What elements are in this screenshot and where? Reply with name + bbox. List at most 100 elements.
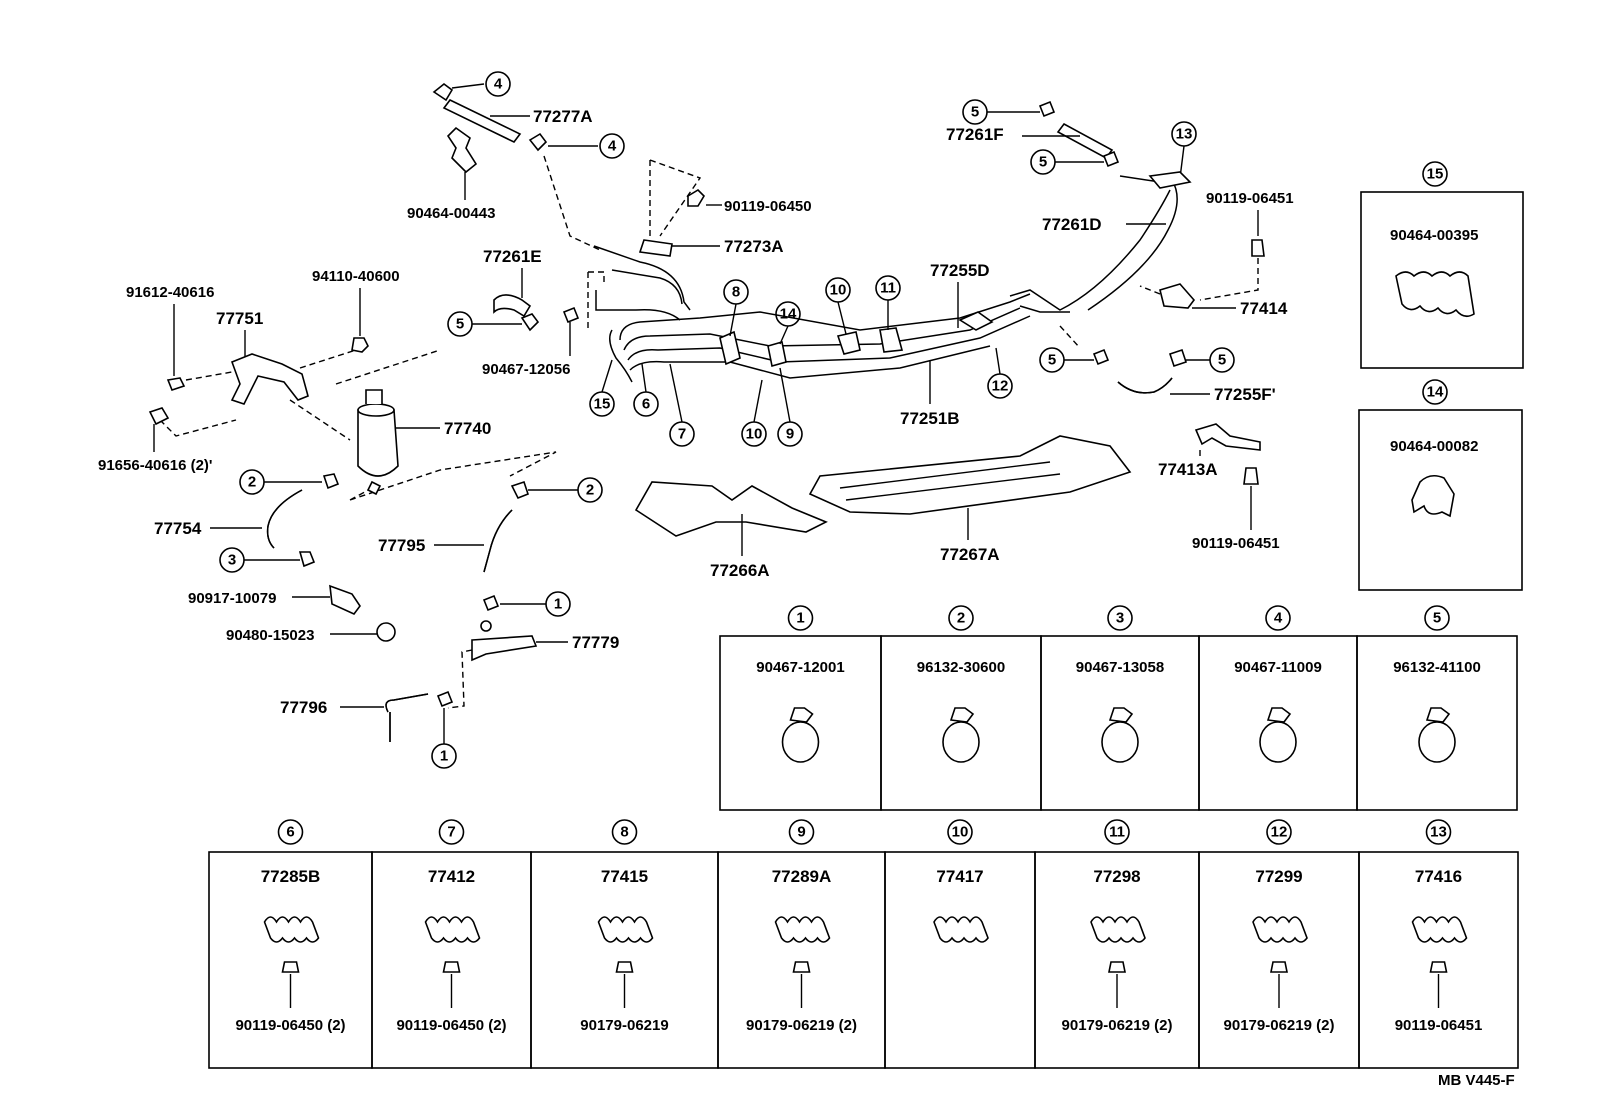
- label-77413a: 77413A: [1158, 460, 1218, 479]
- hose-77261e-group: 77261E 5: [447, 247, 542, 337]
- label-77267a: 77267A: [940, 545, 1000, 564]
- hose-77261e-icon: [493, 294, 532, 318]
- clip-10-icon: [836, 331, 861, 355]
- bolt-icon: [281, 961, 300, 973]
- callout-5-text: 5: [1039, 154, 1047, 171]
- label-77754: 77754: [154, 519, 202, 538]
- label-96132-30600: 96132-30600: [917, 659, 1005, 676]
- hose-77261f-icon: [1056, 122, 1114, 160]
- bolt-icon: [1243, 467, 1259, 485]
- hose-clamp-icon: [1101, 721, 1139, 763]
- clip-7-icon: [424, 916, 481, 943]
- clip-90464-00395-icon: [1395, 271, 1475, 318]
- label-bolt: 90179-06219 (2): [1062, 1017, 1173, 1034]
- callout-15-text: 15: [1427, 166, 1444, 183]
- callout-6-text: 6: [642, 396, 650, 413]
- clip-8-icon: [719, 330, 741, 366]
- clip-12-icon: [1252, 916, 1308, 943]
- bolt-icon: [687, 188, 706, 207]
- label-90467-13058: 90467-13058: [1076, 659, 1164, 676]
- callout-15-text: 15: [594, 396, 611, 413]
- clamp-icon: [436, 690, 454, 708]
- label-77277a: 77277A: [533, 107, 593, 126]
- bolt-icon: [1429, 961, 1448, 973]
- callout-3-text: 3: [1116, 610, 1124, 627]
- label-90467-11009: 90467-11009: [1234, 659, 1322, 676]
- clamp-icon: [510, 480, 529, 500]
- lower-hoses-group: 2 77795 1 77779 77796 1: [280, 477, 619, 769]
- label-77796: 77796: [280, 698, 327, 717]
- clamp-icon: [528, 132, 548, 152]
- label-90480-15023: 90480-15023: [226, 627, 314, 644]
- clamp-icon: [1038, 100, 1056, 118]
- protector-77267a-icon: [808, 435, 1132, 515]
- clamp-tab-icon: [1266, 707, 1292, 723]
- bolt-icon: [1108, 961, 1126, 973]
- callout-4: [485, 71, 511, 97]
- callout-11-text: 11: [1109, 824, 1125, 841]
- canister-port-icon: [365, 389, 383, 404]
- callout-11-text: 11: [880, 280, 896, 297]
- label-77261d: 77261D: [1042, 215, 1102, 234]
- callout-10-text: 10: [830, 282, 847, 299]
- canister-group: 91612-40616 77751 91656-40616 (2)' 77740: [98, 284, 557, 501]
- clip-8-icon: [597, 916, 654, 943]
- callout-2-text: 2: [248, 474, 256, 491]
- clamp-tab-icon: [1108, 707, 1134, 723]
- callout-10-text: 10: [952, 824, 969, 841]
- label-90119-06451: 90119-06451: [1192, 535, 1280, 552]
- callout-4-text: 4: [1274, 610, 1283, 627]
- clip-9-icon: [767, 340, 787, 368]
- label-77795: 77795: [378, 536, 425, 555]
- callout-13-text: 13: [1430, 824, 1447, 841]
- callout-6-text: 6: [286, 824, 294, 841]
- protectors-group: 77266A 77267A: [634, 435, 1132, 580]
- clamp-icon: [322, 473, 340, 490]
- label-77285B: 77285B: [261, 867, 321, 886]
- bolt-icon: [1270, 961, 1288, 973]
- hose-77277a-icon: [442, 98, 522, 144]
- pipe-77779-icon: [471, 635, 538, 662]
- label-90119-06451: 90119-06451: [1206, 190, 1294, 207]
- callout-3-text: 3: [228, 552, 236, 569]
- clip-77413a-group: 77413A 90119-06451: [1158, 423, 1280, 552]
- label-94110-40600: 94110-40600: [312, 268, 400, 285]
- clamp-icon: [1092, 348, 1110, 366]
- detail-box-15: 15 90464-00395: [1360, 161, 1524, 369]
- bolt-icon: [148, 407, 170, 426]
- clip-77413a-icon: [1194, 423, 1261, 451]
- bolt-icon: [792, 961, 811, 973]
- label-bolt: 90179-06219: [580, 1017, 668, 1034]
- clip-box-13: [1358, 851, 1519, 1069]
- clamp-90467-12056-group: 90467-12056: [482, 271, 605, 378]
- label-bolt: 90179-06219 (2): [746, 1017, 857, 1034]
- clamp-90464-00443-icon: [446, 126, 478, 174]
- label-77299: 77299: [1255, 867, 1302, 886]
- bolt-icon: [442, 961, 461, 973]
- clip-13-icon: [1411, 916, 1468, 943]
- valve-90917-icon: [329, 584, 361, 615]
- hose-clamp-icon: [1259, 721, 1297, 763]
- label-77273a: 77273A: [724, 237, 784, 256]
- callout-8-text: 8: [732, 284, 740, 301]
- clip-6-icon: [263, 916, 320, 943]
- nut-icon: [351, 337, 369, 353]
- hose-clamp-icon: [942, 721, 980, 763]
- clip-13-icon: [1148, 171, 1192, 189]
- clip-77414-icon: [1159, 283, 1196, 309]
- left-hoses-group: 2 77754 3 90917-10079 90480-15023: [154, 469, 396, 644]
- cap-90480-icon: [376, 622, 396, 642]
- right-top-group: 5 77261F 5 13 90119-06451 77261D 77414: [946, 99, 1294, 349]
- callout-4-text: 4: [494, 76, 503, 93]
- callout-12-text: 12: [1271, 824, 1288, 841]
- clip-10-icon: [933, 916, 989, 943]
- callout-12-text: 12: [992, 378, 1009, 395]
- label-91656-40616: 91656-40616 (2)': [98, 457, 213, 474]
- canister-77740-icon: [357, 409, 399, 477]
- diagram-code: MB V445-F: [1438, 1072, 1515, 1089]
- clip-12-icon: [958, 311, 994, 331]
- hose-clamp-icon: [1418, 721, 1456, 763]
- clip-11-icon: [1090, 916, 1146, 943]
- label-96132-41100: 96132-41100: [1393, 659, 1481, 676]
